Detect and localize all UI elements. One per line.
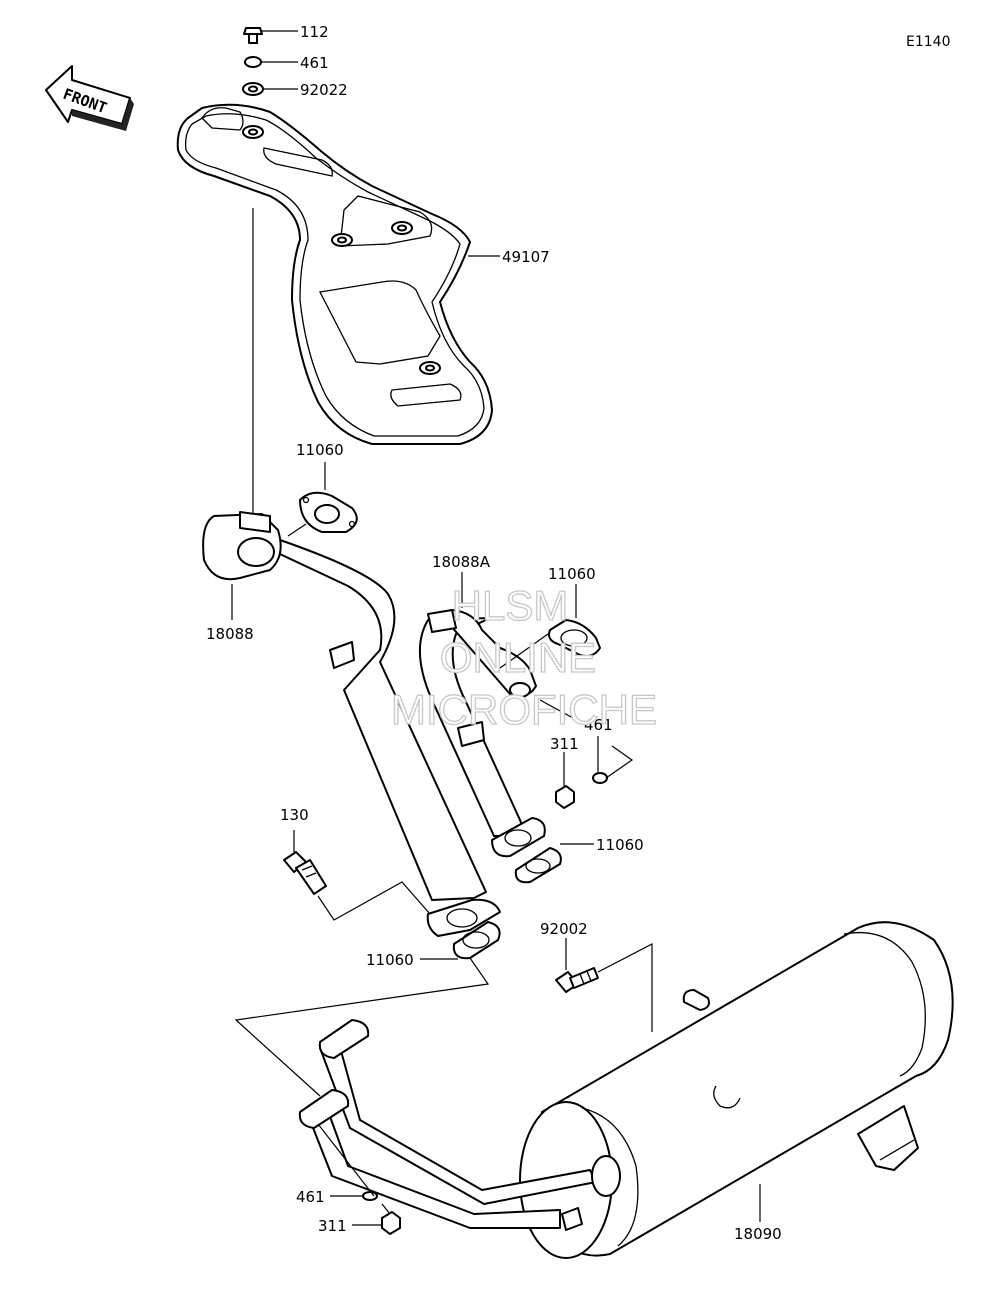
callout-130: 130 xyxy=(280,806,309,824)
exhaust-pipe-18088A xyxy=(419,609,546,858)
watermark-line-1: HLSM xyxy=(452,582,569,629)
callout-311-bot: 311 xyxy=(318,1217,347,1235)
callout-461-top: 461 xyxy=(300,54,329,72)
gasket-11060-a xyxy=(299,491,358,533)
bolt-112-icon xyxy=(243,27,263,44)
muffler-18090 xyxy=(298,921,954,1259)
front-arrow-icon: FRONT xyxy=(45,65,134,131)
washer-461-icon xyxy=(244,56,262,68)
heat-guard-49107 xyxy=(176,103,493,445)
callout-461-mid: 461 xyxy=(584,716,613,734)
exhaust-pipe-18088 xyxy=(202,511,501,937)
bolt-130-icon xyxy=(283,851,327,895)
bolt-92002-icon xyxy=(555,967,599,993)
gasket-11060-c xyxy=(514,847,562,884)
callout-11060-b: 11060 xyxy=(548,565,596,583)
callout-49107: 49107 xyxy=(502,248,550,266)
washer-461-mid-icon xyxy=(592,772,608,784)
callout-112: 112 xyxy=(300,23,329,41)
nut-311-bot-icon xyxy=(381,1211,401,1235)
callout-11060-c: 11060 xyxy=(596,836,644,854)
washer-92022-icon xyxy=(242,82,264,96)
callout-18088: 18088 xyxy=(206,625,254,643)
callout-461-bot: 461 xyxy=(296,1188,325,1206)
gasket-11060-d xyxy=(452,921,501,960)
watermark-line-2: ONLINE xyxy=(440,634,596,681)
nut-311-icon xyxy=(555,785,575,809)
callout-18088A: 18088A xyxy=(432,553,491,571)
callout-311-mid: 311 xyxy=(550,735,579,753)
callout-92022: 92022 xyxy=(300,81,348,99)
watermark-line-3: MICROFICHE xyxy=(391,686,657,733)
washer-461-bot-icon xyxy=(362,1191,378,1201)
callout-18090: 18090 xyxy=(734,1225,782,1243)
callout-92002: 92002 xyxy=(540,920,588,938)
diagram-code: E1140 xyxy=(906,34,950,50)
callout-11060-d: 11060 xyxy=(366,951,414,969)
callout-11060-a: 11060 xyxy=(296,441,344,459)
gasket-11060-b xyxy=(548,619,601,657)
